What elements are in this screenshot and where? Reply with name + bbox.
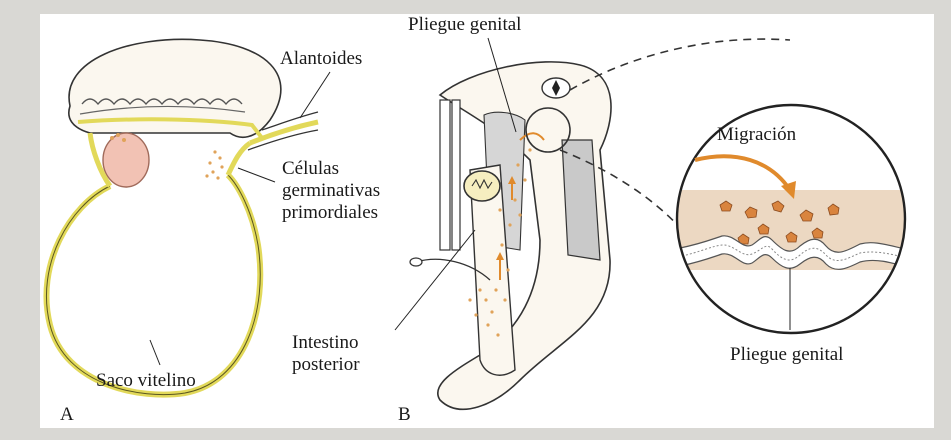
label-celulas-line1: Células bbox=[282, 158, 380, 180]
label-intestino-line2: posterior bbox=[292, 354, 360, 376]
label-panel-b: B bbox=[398, 404, 411, 426]
label-saco-vitelino: Saco vitelino bbox=[96, 370, 196, 392]
label-intestino-line1: Intestino bbox=[292, 332, 360, 354]
allantois-bud bbox=[103, 133, 149, 187]
gut-cross-section bbox=[464, 171, 500, 201]
label-intestino-posterior: Intestino posterior bbox=[292, 332, 360, 376]
label-migracion: Migración bbox=[717, 124, 796, 146]
label-celulas-line2: germinativas bbox=[282, 180, 380, 202]
label-pliegue-genital-bottom: Pliegue genital bbox=[730, 344, 843, 366]
yolk-sac bbox=[46, 175, 260, 395]
body-wall bbox=[440, 100, 450, 250]
germ-cells-a bbox=[205, 150, 223, 179]
label-pliegue-genital-top: Pliegue genital bbox=[408, 14, 521, 36]
label-panel-a: A bbox=[60, 404, 74, 426]
label-celulas-germinativas: Células germinativas primordiales bbox=[282, 158, 380, 224]
label-alantoides: Alantoides bbox=[280, 48, 362, 70]
label-celulas-line3: primordiales bbox=[282, 202, 380, 224]
